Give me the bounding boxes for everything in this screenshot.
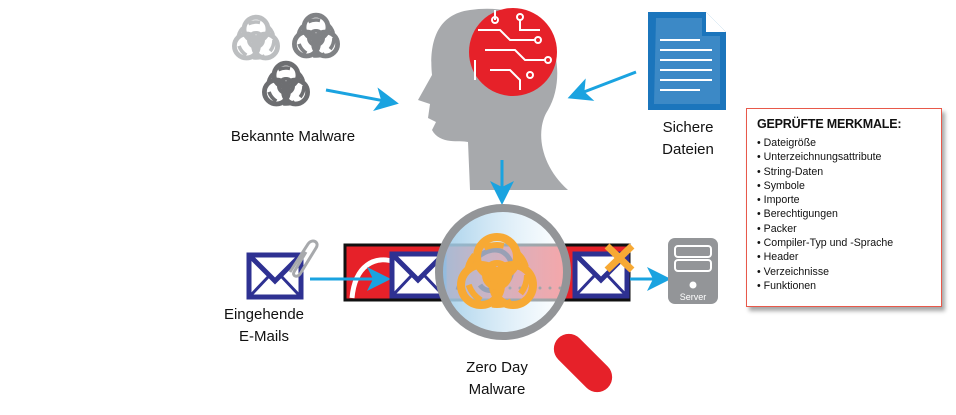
paperclip-icon: [288, 239, 319, 278]
server-label: Server: [680, 292, 707, 302]
features-list: Dateigröße Unterzeichnungsattribute Stri…: [757, 136, 941, 293]
checked-features-box: GEPRÜFTE MERKMALE: Dateigröße Unterzeich…: [746, 108, 942, 307]
feature-item: Unterzeichnungsattribute: [757, 150, 941, 164]
feature-item: Symbole: [757, 179, 941, 193]
feature-item: Berechtigungen: [757, 207, 941, 221]
magnifier-icon: [435, 204, 613, 393]
feature-item: String-Daten: [757, 165, 941, 179]
safe-files-label-line1: Sichere: [662, 119, 714, 136]
biohazard-icon: [264, 63, 307, 104]
feature-item: Funktionen: [757, 279, 941, 293]
features-title: GEPRÜFTE MERKMALE:: [757, 117, 902, 131]
safe-files-label-line2: Dateien: [662, 141, 714, 158]
feature-item: Compiler-Typ und -Sprache: [757, 236, 941, 250]
incoming-mail-label-line2: E-Mails: [238, 328, 289, 345]
brain-circuit-icon: [469, 8, 557, 96]
document-icon: [648, 12, 726, 110]
feature-item: Packer: [757, 222, 941, 236]
arrow-icon: [567, 70, 637, 101]
known-malware-label: Bekannte Malware: [230, 128, 356, 145]
zero-day-label-line1: Zero Day: [466, 359, 528, 376]
feature-item: Header: [757, 250, 941, 264]
feature-item: Dateigröße: [757, 136, 941, 150]
biohazard-icon: [294, 15, 337, 56]
incoming-mail-label-line1: Eingehende: [223, 306, 305, 323]
blocked-x-icon: [604, 243, 635, 273]
biohazard-icon: [234, 17, 277, 58]
zero-day-label-line2: Malware: [468, 381, 526, 398]
feature-item: Verzeichnisse: [757, 265, 941, 279]
circuit-lines: [474, 10, 552, 90]
server-icon: Server: [668, 238, 718, 304]
arrow-icon: [325, 87, 399, 112]
feature-item: Importe: [757, 193, 941, 207]
